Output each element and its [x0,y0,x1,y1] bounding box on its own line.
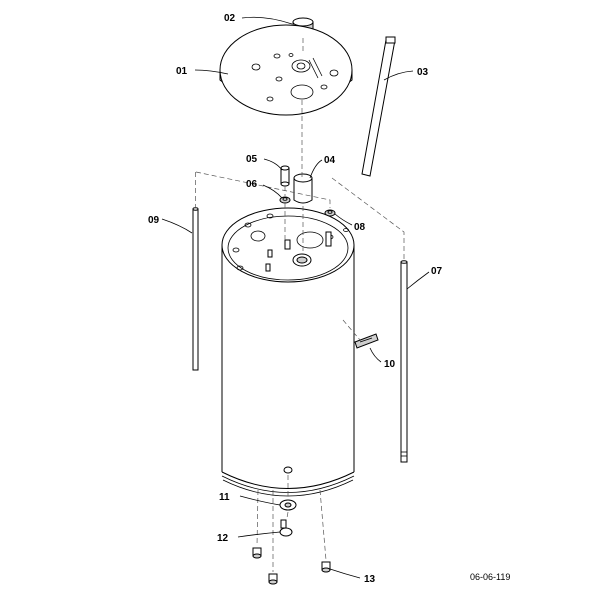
leader-lines [161,16,430,579]
callout-09: 09 [148,215,160,226]
part-10-label [354,333,379,349]
part-03-anode-rod [361,36,396,177]
callout-02: 02 [224,13,236,24]
part-13-leg [321,561,331,573]
assembly-lines [195,38,405,572]
callout-labels: 02 01 03 05 04 06 09 08 07 10 11 12 13 [148,13,443,585]
part-04-element-cover [293,173,313,204]
part-11-washer [279,499,297,511]
callout-01: 01 [176,66,188,77]
part-07-rod [400,260,408,463]
part-13-leg [252,547,262,559]
tank-body [221,207,355,497]
callout-03: 03 [417,67,429,78]
part-05-fitting [280,165,290,187]
callout-08: 08 [354,222,366,233]
callout-07: 07 [431,266,443,277]
callout-06: 06 [246,179,258,190]
callout-04: 04 [324,155,336,166]
callout-10: 10 [384,359,396,370]
callout-13: 13 [364,574,376,585]
drawing-number: 06-06-119 [470,572,510,582]
callout-05: 05 [246,154,258,165]
part-12-drain-valve [279,519,293,537]
part-09-rod [192,207,199,371]
callout-11: 11 [219,492,230,503]
callout-12: 12 [217,533,229,544]
part-13-leg [268,573,278,585]
part-01-top-cover [219,24,353,116]
part-06-nut [279,196,291,204]
